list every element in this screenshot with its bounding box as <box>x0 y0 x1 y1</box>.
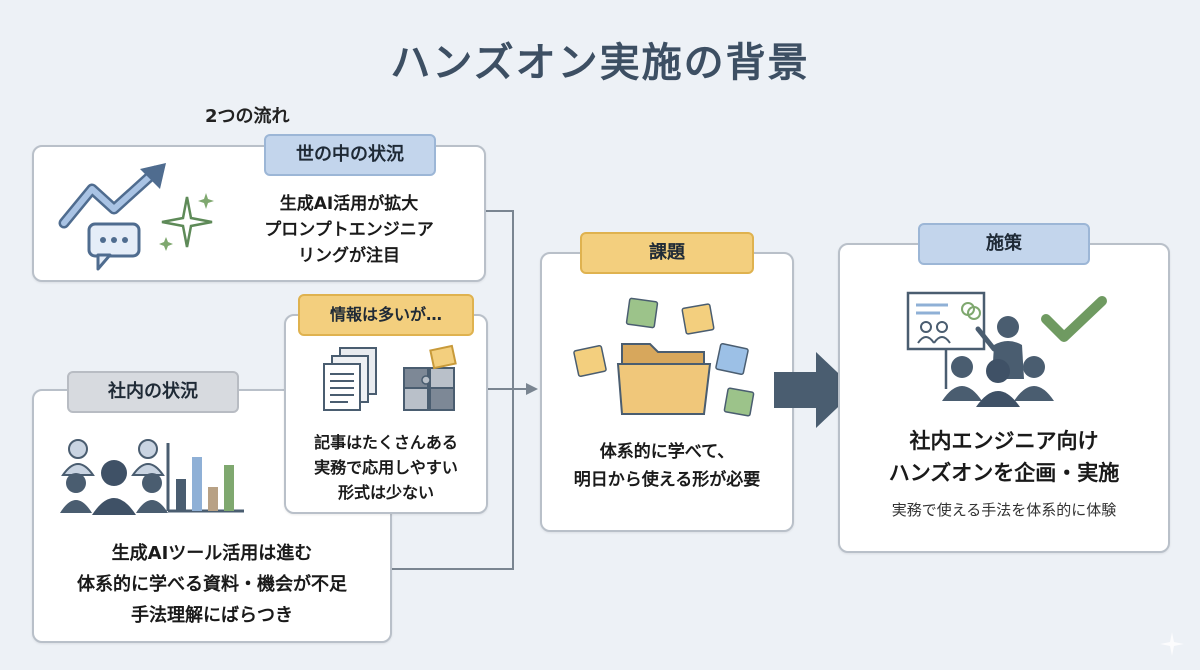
flow-label: 2つの流れ <box>205 106 290 127</box>
internal-status-text: 生成AIツール活用は進む 体系的に学べる資料・機会が不足 手法理解にばらつき <box>34 538 390 631</box>
sticky-note-icon <box>573 297 755 417</box>
info-tag: 情報は多いが… <box>298 294 474 336</box>
puzzle-icon <box>403 344 457 411</box>
connector-internal-h <box>390 568 514 570</box>
connector-vertical <box>512 210 514 570</box>
info-line-3: 形式は少ない <box>337 483 434 502</box>
issue-tag: 課題 <box>580 232 754 274</box>
checkmark-icon <box>1041 296 1107 342</box>
connector-arrowhead-icon <box>526 383 538 395</box>
folder-icon <box>573 297 755 417</box>
measure-line-2: ハンズオンを企画・実施 <box>888 461 1120 485</box>
page-title: ハンズオン実施の背景 <box>390 40 810 86</box>
world-line-1: 生成AI活用が拡大 <box>279 194 419 214</box>
info-text: 記事はたくさんある 実務で応用しやすい 形式は少ない <box>286 430 486 505</box>
issue-line-1: 体系的に学べて、 <box>599 442 735 462</box>
corner-sparkle-icon <box>1160 632 1184 656</box>
issue-card: 体系的に学べて、 明日から使える形が必要 <box>540 252 794 532</box>
issue-line-2: 明日から使える形が必要 <box>573 470 761 490</box>
connector-world-h <box>480 210 514 212</box>
connector-to-issue <box>484 388 530 390</box>
issue-text: 体系的に学べて、 明日から使える形が必要 <box>542 438 792 494</box>
sparkle-icon <box>159 193 214 251</box>
measure-text: 社内エンジニア向け ハンズオンを企画・実施 <box>840 425 1168 489</box>
trend-arrow-icon <box>58 163 166 229</box>
world-line-3: リングが注目 <box>298 246 400 266</box>
measure-subtext: 実務で使える手法を体系的に体験 <box>891 501 1117 519</box>
info-line-1: 記事はたくさんある <box>314 433 458 452</box>
people-icon <box>60 439 168 515</box>
big-arrow-icon <box>774 352 856 428</box>
info-line-2: 実務で応用しやすい <box>314 458 458 477</box>
measure-line-1: 社内エンジニア向け <box>909 429 1099 453</box>
chat-bubble-icon <box>87 222 141 271</box>
bar-chart-icon <box>166 443 244 513</box>
internal-status-tag: 社内の状況 <box>67 371 239 413</box>
measure-card: 社内エンジニア向け ハンズオンを企画・実施 実務で使える手法を体系的に体験 <box>838 243 1170 553</box>
presentation-icon <box>906 291 1054 407</box>
info-card: 記事はたくさんある 実務で応用しやすい 形式は少ない <box>284 314 488 514</box>
world-status-text: 生成AI活用が拡大 プロンプトエンジニア リングが注目 <box>229 191 469 269</box>
internal-line-2: 体系的に学べる資料・機会が不足 <box>77 574 347 595</box>
internal-line-3: 手法理解にばらつき <box>131 605 293 626</box>
documents-icon <box>323 347 377 411</box>
world-status-tag: 世の中の状況 <box>264 134 436 176</box>
measure-tag: 施策 <box>918 223 1090 265</box>
world-line-2: プロンプトエンジニア <box>264 220 434 240</box>
internal-line-1: 生成AIツール活用は進む <box>111 543 313 564</box>
